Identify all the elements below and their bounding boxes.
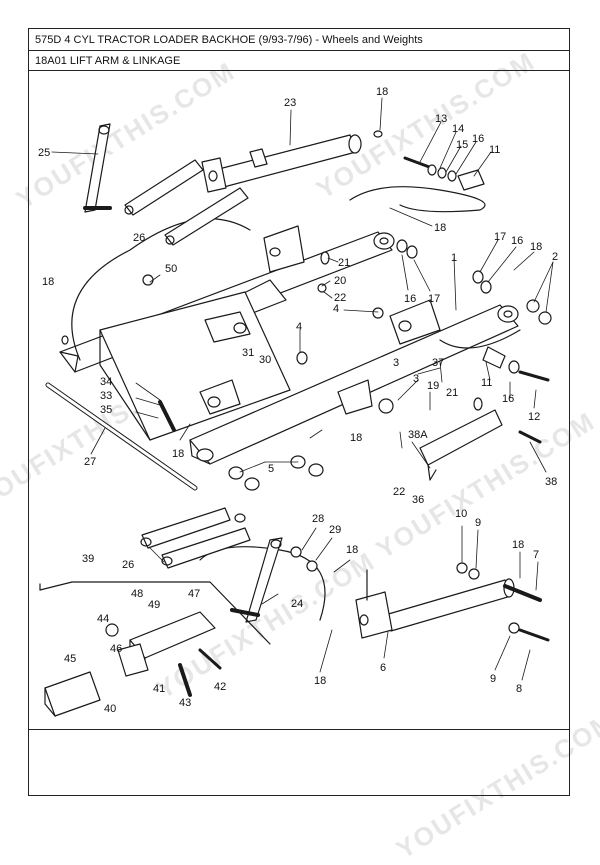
callout-21: 21: [338, 257, 350, 269]
callout-31: 31: [242, 347, 254, 359]
callout-49: 49: [148, 599, 160, 611]
callout-44: 44: [97, 613, 109, 625]
callout-2: 2: [552, 251, 558, 263]
callout-35: 35: [100, 404, 112, 416]
callout-38A: 38A: [408, 429, 428, 441]
callout-18: 18: [314, 675, 326, 687]
callout-18: 18: [512, 539, 524, 551]
callout-3: 3: [393, 357, 399, 369]
callout-26: 26: [133, 232, 145, 244]
callout-29: 29: [329, 524, 341, 536]
callout-22: 22: [334, 292, 346, 304]
callout-8: 8: [516, 683, 522, 695]
callout-24: 24: [291, 598, 303, 610]
lift-cylinder-top: [201, 134, 362, 193]
callout-41: 41: [153, 683, 165, 695]
callout-4: 4: [296, 321, 302, 333]
bracket-36: [419, 397, 503, 481]
callout-12: 12: [528, 411, 540, 423]
callout-18: 18: [350, 432, 362, 444]
callout-40: 40: [104, 703, 116, 715]
callout-28: 28: [312, 513, 324, 525]
callout-11: 11: [481, 377, 492, 389]
callout-46: 46: [110, 643, 122, 655]
callout-16: 16: [404, 293, 416, 305]
callout-1: 1: [451, 252, 457, 264]
callout-18: 18: [172, 448, 184, 460]
callout-4: 4: [333, 303, 339, 315]
callout-27: 27: [84, 456, 96, 468]
kit-39: [39, 581, 271, 717]
callout-23: 23: [284, 97, 296, 109]
callout-19: 19: [427, 380, 439, 392]
rod-27: [45, 382, 198, 491]
callout-33: 33: [100, 390, 112, 402]
links-26-bottom: [140, 507, 251, 569]
leader-lines: [51, 97, 554, 681]
callout-39: 39: [82, 553, 94, 565]
callout-3: 3: [413, 373, 419, 385]
page-title: 575D 4 CYL TRACTOR LOADER BACKHOE (9/93-…: [29, 29, 569, 51]
callout-18: 18: [346, 544, 358, 556]
callout-14: 14: [452, 123, 464, 135]
callout-45: 45: [64, 653, 76, 665]
callout-48: 48: [131, 588, 143, 600]
callout-16: 16: [511, 235, 523, 247]
cross-tube: [99, 291, 291, 441]
callout-16: 16: [502, 393, 514, 405]
callout-18: 18: [42, 276, 54, 288]
callout-9: 9: [475, 517, 481, 529]
callout-34: 34: [100, 376, 112, 388]
callout-26: 26: [122, 559, 134, 571]
callout-37: 37: [432, 357, 444, 369]
page-frame: 575D 4 CYL TRACTOR LOADER BACKHOE (9/93-…: [28, 28, 570, 796]
callout-50: 50: [165, 263, 177, 275]
section-title: 18A01 LIFT ARM & LINKAGE: [29, 51, 569, 71]
callout-18: 18: [434, 222, 446, 234]
callout-17: 17: [428, 293, 440, 305]
callout-22: 22: [393, 486, 405, 498]
callout-5: 5: [268, 463, 274, 475]
callout-38: 38: [545, 476, 557, 488]
callout-36: 36: [412, 494, 424, 506]
callout-21: 21: [446, 387, 458, 399]
callout-18: 18: [530, 241, 542, 253]
callout-9: 9: [490, 673, 496, 685]
bottom-cylinder: [355, 569, 542, 639]
callouts: 25 23 18 13 14 15 16 11 26 18 17 16 18 1…: [38, 86, 558, 715]
callout-6: 6: [380, 662, 386, 674]
callout-11: 11: [489, 144, 500, 156]
callout-13: 13: [435, 113, 447, 125]
callout-7: 7: [533, 549, 539, 561]
footer-box: [29, 729, 569, 796]
link-24: [230, 537, 283, 623]
callout-20: 20: [334, 275, 346, 287]
callout-10: 10: [455, 508, 467, 520]
callout-18: 18: [376, 86, 388, 98]
callout-17: 17: [494, 231, 506, 243]
callout-42: 42: [214, 681, 226, 693]
callout-47: 47: [188, 588, 200, 600]
callout-16: 16: [472, 133, 484, 145]
lift-arm-right: [189, 225, 519, 465]
callout-25: 25: [38, 147, 50, 159]
links-26-top: [124, 159, 249, 246]
callout-15: 15: [456, 139, 468, 151]
callout-30: 30: [259, 354, 271, 366]
link-25: [83, 123, 112, 213]
callout-43: 43: [179, 697, 191, 709]
